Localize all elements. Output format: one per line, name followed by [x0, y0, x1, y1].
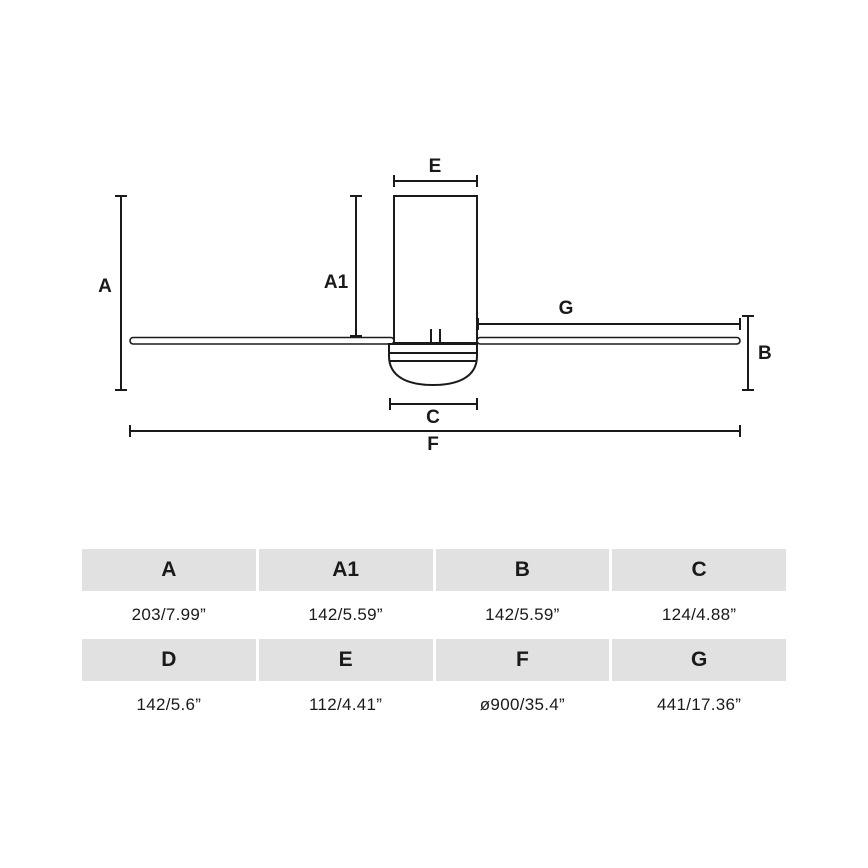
table-value-cell: 142/5.6”: [82, 684, 256, 726]
table-header-cell: F: [435, 639, 610, 681]
table-value-cell: 142/5.59”: [258, 594, 433, 636]
table-header-cell: B: [435, 549, 610, 591]
dim-F: [129, 425, 741, 437]
label-B: B: [758, 343, 772, 364]
label-A: A: [98, 276, 112, 297]
table-header-cell: A: [82, 549, 256, 591]
dim-G: [477, 318, 741, 330]
table-header-cell: D: [82, 639, 256, 681]
blade-left: [129, 336, 395, 345]
label-F: F: [427, 434, 439, 455]
table-header-cell: E: [258, 639, 433, 681]
blade-right: [476, 336, 741, 345]
diagram-svg: E A A1 G B C F: [98, 156, 772, 455]
table-value-cell: 441/17.36”: [612, 684, 786, 726]
fan-body: [393, 195, 478, 344]
fan-dimension-diagram: E A A1 G B C F: [98, 156, 772, 455]
dim-C: [389, 398, 478, 410]
dimension-table: A A1 B C 203/7.99” 142/5.59” 142/5.59” 1…: [82, 549, 786, 726]
label-A1: A1: [324, 272, 349, 293]
dim-B: [742, 315, 754, 391]
table-header-cell: G: [612, 639, 786, 681]
dim-E: [393, 175, 478, 187]
table-value-cell: 142/5.59”: [435, 594, 610, 636]
label-E: E: [429, 156, 442, 177]
label-C: C: [426, 407, 440, 428]
light-housing: [388, 343, 478, 387]
table-value-cell: 124/4.88”: [612, 594, 786, 636]
dim-A: [115, 195, 127, 391]
table-value-cell: 112/4.41”: [258, 684, 433, 726]
fan-blades: [129, 336, 741, 345]
table-value-cell: 203/7.99”: [82, 594, 256, 636]
table-header-cell: A1: [258, 549, 433, 591]
dim-A1: [350, 195, 362, 337]
label-G: G: [559, 298, 574, 319]
table-header-cell: C: [612, 549, 786, 591]
table-value-cell: ø900/35.4”: [435, 684, 610, 726]
